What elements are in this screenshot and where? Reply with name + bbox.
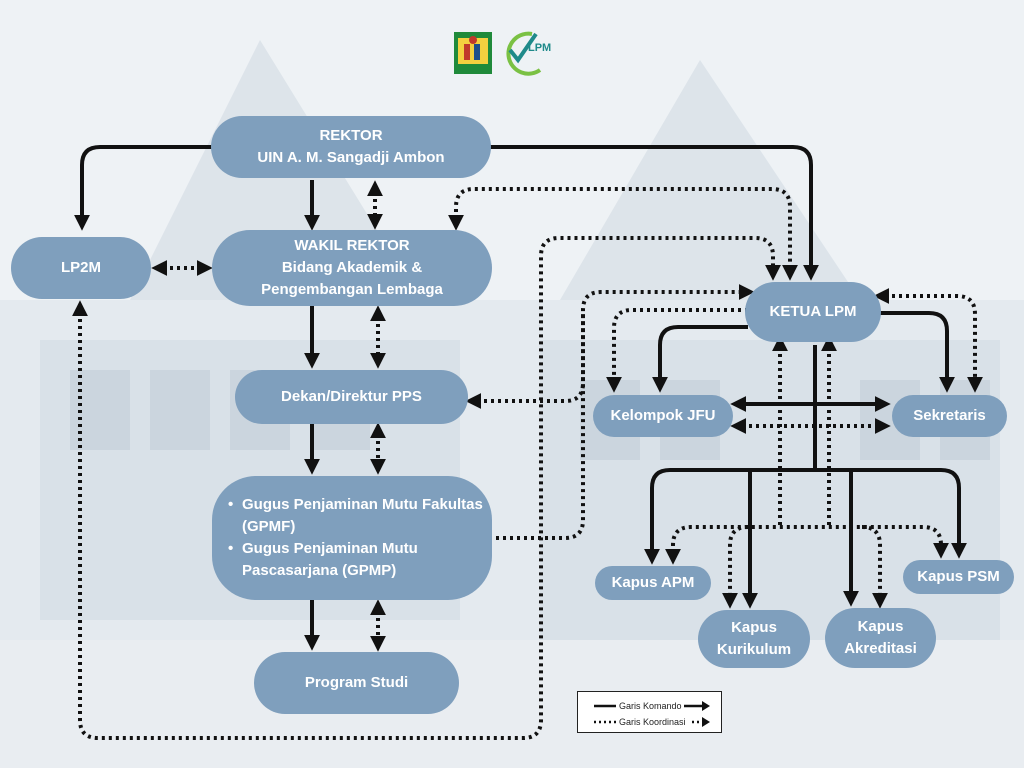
coordination-line-akreditasi	[861, 525, 888, 609]
coordination-line-lp2m-ketua	[72, 236, 781, 740]
gugus-item-gpmf: Gugus Penjaminan Mutu Fakultas (GPMF)	[228, 494, 492, 538]
legend-row-coordination: Garis Koordinasi	[578, 714, 721, 730]
node-kapus-akreditasi[interactable]: Kapus Akreditasi	[825, 608, 936, 668]
node-gugus[interactable]: Gugus Penjaminan Mutu Fakultas (GPMF) Gu…	[212, 476, 492, 600]
node-kapus-kurikulum[interactable]: Kapus Kurikulum	[698, 610, 810, 668]
node-rektor[interactable]: REKTOR UIN A. M. Sangadji Ambon	[211, 116, 491, 178]
node-kapus-apm[interactable]: Kapus APM	[595, 566, 711, 600]
command-line-bus-apm	[644, 468, 671, 565]
legend-row-command: Garis Komando	[578, 698, 721, 714]
university-logo-icon	[454, 32, 492, 74]
node-lp2m[interactable]: LP2M	[11, 237, 151, 299]
lpm-logo-text: LPM	[528, 42, 552, 54]
lpm-logo-icon	[506, 31, 542, 76]
coordination-line-sample-icon	[594, 717, 710, 727]
node-dekan[interactable]: Dekan/Direktur PPS	[235, 370, 468, 424]
node-ketua-lpm[interactable]: KETUA LPM	[745, 282, 881, 342]
node-sekretaris[interactable]: Sekretaris	[892, 395, 1007, 437]
command-line-sample-icon	[594, 701, 710, 711]
legend-coordination-label: Garis Koordinasi	[619, 717, 686, 727]
command-line-ketua-jfu	[652, 325, 748, 393]
coordination-line-dekan-ketua	[465, 284, 755, 409]
coordination-line-apm-psm	[665, 525, 949, 565]
coordination-line-ketua-sekretaris	[873, 288, 983, 393]
legend-command-label: Garis Komando	[619, 701, 682, 711]
coordination-line-wakil-ketua	[448, 187, 798, 281]
command-line-rektor-lp2m	[74, 145, 215, 231]
header-logos: LPM	[452, 28, 564, 78]
command-line-rektor-ketua	[490, 145, 819, 281]
node-kapus-psm[interactable]: Kapus PSM	[903, 560, 1014, 594]
node-kelompok-jfu[interactable]: Kelompok JFU	[593, 395, 733, 437]
command-line-bus-psm	[940, 468, 967, 559]
node-wakil-rektor[interactable]: WAKIL REKTOR Bidang Akademik & Pengemban…	[212, 230, 492, 306]
gugus-item-gpmp: Gugus Penjaminan Mutu Pascasarjana (GPMP…	[228, 538, 492, 582]
coordination-line-ketua-jfu	[606, 308, 748, 393]
coordination-line-kurikulum	[722, 525, 749, 609]
node-program-studi[interactable]: Program Studi	[254, 652, 459, 714]
command-line-ketua-sekretaris	[880, 311, 955, 393]
legend: Garis Komando Garis Koordinasi	[577, 691, 722, 733]
